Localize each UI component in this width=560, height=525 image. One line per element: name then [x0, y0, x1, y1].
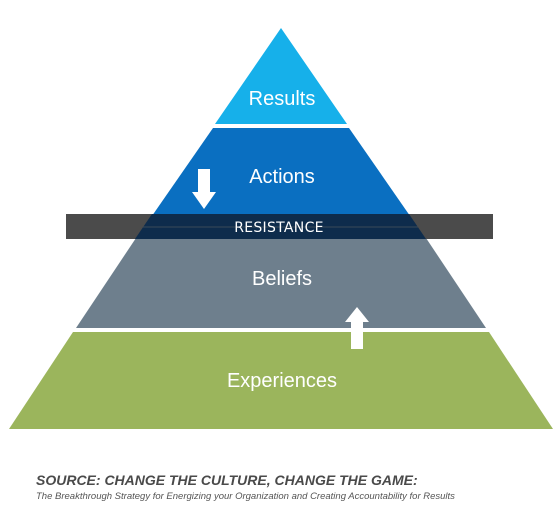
experiences-layer [9, 332, 553, 429]
resistance-label: RESISTANCE [234, 220, 324, 236]
source-subtitle: The Breakthrough Strategy for Energizing… [36, 491, 455, 502]
actions-layer [145, 128, 417, 226]
results-layer [215, 28, 347, 124]
source-title: SOURCE: CHANGE THE CULTURE, CHANGE THE G… [36, 472, 418, 488]
arrow-down-icon [192, 169, 216, 209]
results-label: Results [249, 88, 316, 110]
arrow-up-icon [345, 307, 369, 349]
actions-label: Actions [249, 166, 315, 188]
pyramid-graphic: Results Actions RESISTANCE Beliefs Exper… [9, 28, 553, 429]
experiences-label: Experiences [227, 370, 337, 392]
beliefs-layer [76, 229, 486, 328]
beliefs-label: Beliefs [252, 268, 312, 290]
